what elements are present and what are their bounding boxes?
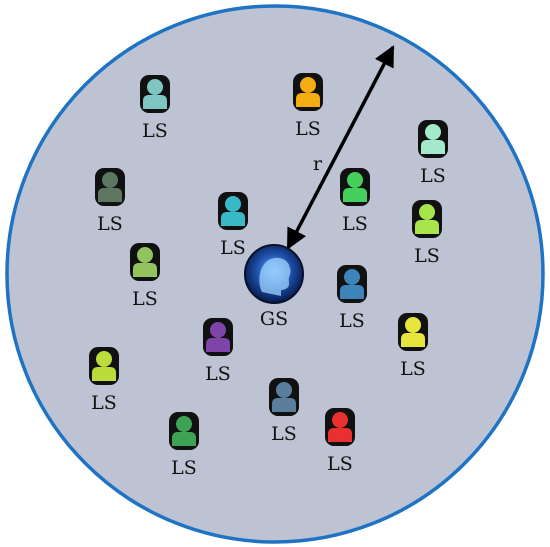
- local-server-node: LS: [203, 318, 233, 385]
- local-server-label: LS: [132, 288, 158, 310]
- person-icon: [398, 313, 428, 351]
- local-server-node: LS: [293, 73, 323, 140]
- person-icon: [95, 168, 125, 206]
- local-server-node: LS: [169, 412, 199, 479]
- person-icon: [169, 412, 199, 450]
- local-server-label: LS: [420, 165, 446, 187]
- brain-head-icon: [259, 257, 291, 296]
- local-server-label: LS: [339, 310, 365, 332]
- person-icon: [325, 408, 355, 446]
- local-server-label: LS: [171, 457, 197, 479]
- person-icon: [418, 120, 448, 158]
- person-icon: [412, 200, 442, 238]
- local-server-node: LS: [418, 120, 448, 187]
- local-server-node: LS: [218, 192, 248, 259]
- person-icon: [130, 243, 160, 281]
- local-server-label: LS: [142, 120, 168, 142]
- global-server: GS: [244, 244, 304, 330]
- local-server-node: LS: [337, 265, 367, 332]
- local-server-node: LS: [89, 347, 119, 414]
- local-server-node: LS: [325, 408, 355, 475]
- person-icon: [140, 75, 170, 113]
- person-icon: [89, 347, 119, 385]
- global-server-label: GS: [260, 308, 288, 330]
- person-icon: [218, 192, 248, 230]
- local-server-label: LS: [295, 118, 321, 140]
- person-icon: [203, 318, 233, 356]
- local-server-label: LS: [97, 213, 123, 235]
- local-server-label: LS: [327, 453, 353, 475]
- local-server-node: LS: [130, 243, 160, 310]
- person-icon: [269, 378, 299, 416]
- local-servers: LS LS LS LS LS LS LS LS LS LS LS LS LS LS LS: [89, 73, 448, 479]
- person-icon: [337, 265, 367, 303]
- local-server-label: LS: [205, 363, 231, 385]
- radius-label: r: [313, 153, 323, 175]
- local-server-label: LS: [220, 237, 246, 259]
- local-server-node: LS: [398, 313, 428, 380]
- person-icon: [340, 168, 370, 206]
- radius-arrow: [286, 45, 395, 250]
- person-icon: [293, 73, 323, 111]
- local-server-label: LS: [400, 358, 426, 380]
- local-server-label: LS: [414, 245, 440, 267]
- local-server-node: LS: [412, 200, 442, 267]
- local-server-node: LS: [140, 75, 170, 142]
- local-server-node: LS: [269, 378, 299, 445]
- local-server-label: LS: [342, 213, 368, 235]
- local-server-label: LS: [271, 423, 297, 445]
- local-server-node: LS: [340, 168, 370, 235]
- local-server-node: LS: [95, 168, 125, 235]
- local-server-label: LS: [91, 392, 117, 414]
